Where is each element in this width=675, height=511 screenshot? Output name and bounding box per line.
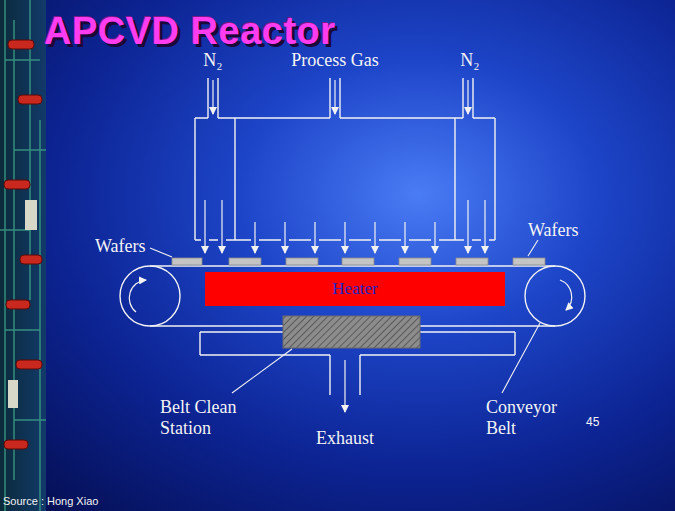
slide-title: APCVD Reactor bbox=[44, 10, 336, 53]
belt-clean-station bbox=[283, 316, 420, 348]
heater-block: Heater bbox=[205, 272, 505, 306]
gas-flow-arrows bbox=[205, 80, 485, 253]
circuit-strip bbox=[0, 0, 46, 511]
node-text: Heater bbox=[332, 279, 377, 299]
part-label: Exhaust bbox=[305, 428, 385, 449]
gas-inlet-label: N₂ bbox=[183, 50, 243, 71]
part-label: Wafers bbox=[95, 236, 146, 257]
gas-inlet-label: N₂ bbox=[440, 50, 500, 71]
rotation-arrows bbox=[129, 280, 571, 312]
source-note: Source : Hong Xiao bbox=[3, 495, 98, 508]
gas-inlet-label: Process Gas bbox=[270, 50, 400, 71]
part-label: Wafers bbox=[528, 220, 579, 241]
leader-lines bbox=[150, 240, 540, 393]
wafers bbox=[172, 258, 545, 265]
part-label: Belt Clean Station bbox=[160, 397, 248, 438]
exhaust-arrow bbox=[344, 360, 345, 412]
slide-number: 45 bbox=[586, 416, 599, 430]
part-label: Conveyor Belt bbox=[486, 397, 568, 438]
gas-manifold bbox=[195, 78, 495, 240]
